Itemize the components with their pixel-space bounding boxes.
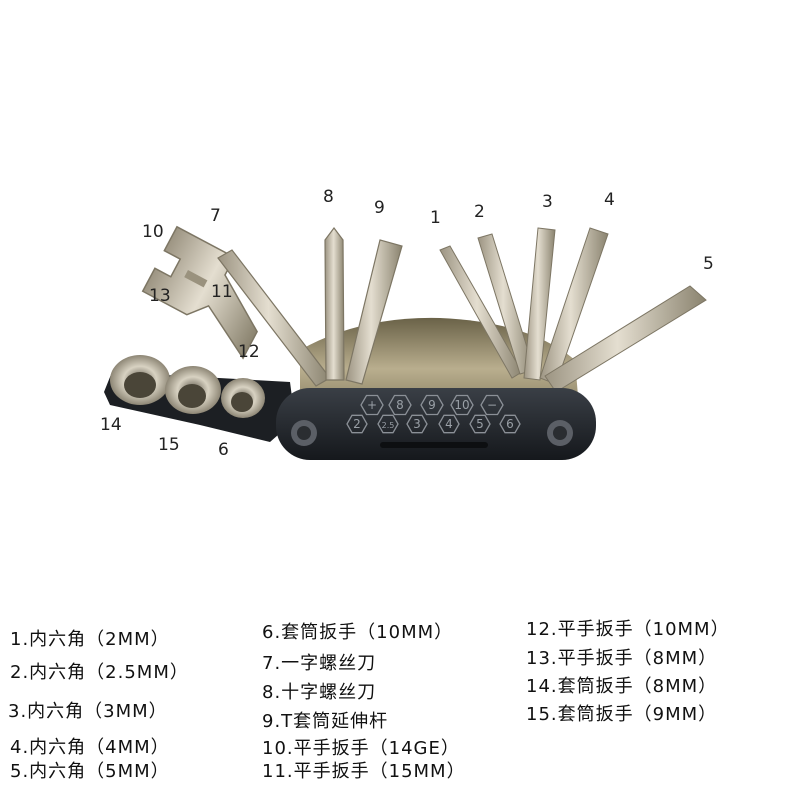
callout-2: 2: [474, 202, 485, 222]
marking-hex-top-0: [360, 394, 384, 416]
legend-item-14: 14.套筒扳手（8MM）: [526, 676, 718, 697]
legend-item-8: 8.十字螺丝刀: [262, 682, 377, 703]
marking-label-bottom-4: 5: [476, 417, 484, 431]
legend-item-7: 7.一字螺丝刀: [262, 653, 377, 674]
callout-15: 15: [158, 435, 180, 455]
legend-item-1: 1.内六角（2MM）: [10, 629, 170, 650]
marking-label-bottom-3: 4: [445, 417, 453, 431]
marking-label-top-2: 9: [428, 398, 436, 412]
legend-item-4: 4.内六角（4MM）: [10, 737, 170, 758]
callout-4: 4: [604, 190, 615, 210]
marking-label-top-0: +: [367, 398, 377, 412]
legend-item-10: 10.平手扳手（14GE）: [262, 738, 460, 759]
callout-11: 11: [211, 282, 233, 302]
marking-label-top-3: 10: [454, 398, 469, 412]
socket-14: [110, 355, 170, 405]
callout-13: 13: [149, 286, 171, 306]
marking-hex-top-2: [420, 394, 444, 416]
callout-12: 12: [238, 342, 260, 362]
legend-item-6: 6.套筒扳手（10MM）: [262, 622, 454, 643]
socket-15: [165, 366, 221, 414]
marking-hex-top-3: [450, 394, 474, 416]
marking-hex-bottom-1: [377, 414, 399, 434]
marking-hex-bottom-4: [469, 414, 491, 434]
legend-item-2: 2.内六角（2.5MM）: [10, 662, 189, 683]
callout-7: 7: [210, 206, 221, 226]
legend-item-15: 15.套筒扳手（9MM）: [526, 704, 718, 725]
legend-item-11: 11.平手扳手（15MM）: [262, 761, 466, 782]
marking-label-top-1: 8: [396, 398, 404, 412]
body-markings: +8 9 10 − 2 2.5 3 4 5 6: [346, 394, 521, 434]
hex-key-3: [523, 227, 556, 381]
callout-8: 8: [323, 187, 334, 207]
marking-label-bottom-2: 3: [413, 417, 421, 431]
screw-left: [291, 420, 317, 446]
legend-item-3: 3.内六角（3MM）: [8, 701, 168, 722]
callout-5: 5: [703, 254, 714, 274]
legend-item-5: 5.内六角（5MM）: [10, 761, 170, 782]
tool-body: [276, 388, 596, 460]
t-extension-9: [345, 239, 403, 385]
callout-6: 6: [218, 440, 229, 460]
screw-right: [547, 420, 573, 446]
marking-hex-bottom-5: [499, 414, 521, 434]
marking-hex-top-4: [480, 394, 504, 416]
legend-item-9: 9.T套筒延伸杆: [262, 711, 389, 732]
marking-hex-top-1: [388, 394, 412, 416]
callout-9: 9: [374, 198, 385, 218]
multi-tool-photo: +8 9 10 − 2 2.5 3 4 5 6: [104, 225, 707, 460]
marking-hex-bottom-2: [406, 414, 428, 434]
legend-item-13: 13.平手扳手（8MM）: [526, 648, 718, 669]
marking-label-top-4: −: [487, 398, 497, 412]
phillips-screwdriver-8: [324, 227, 345, 381]
socket-6: [221, 378, 265, 418]
callout-3: 3: [542, 192, 553, 212]
marking-label-bottom-0: 2: [353, 417, 361, 431]
callout-1: 1: [430, 208, 441, 228]
marking-hex-bottom-0: [346, 414, 368, 434]
callout-14: 14: [100, 415, 122, 435]
callout-10: 10: [142, 222, 164, 242]
marking-label-bottom-1: 2.5: [382, 421, 395, 430]
legend-item-12: 12.平手扳手（10MM）: [526, 619, 730, 640]
marking-label-bottom-5: 6: [506, 417, 514, 431]
marking-hex-bottom-3: [438, 414, 460, 434]
